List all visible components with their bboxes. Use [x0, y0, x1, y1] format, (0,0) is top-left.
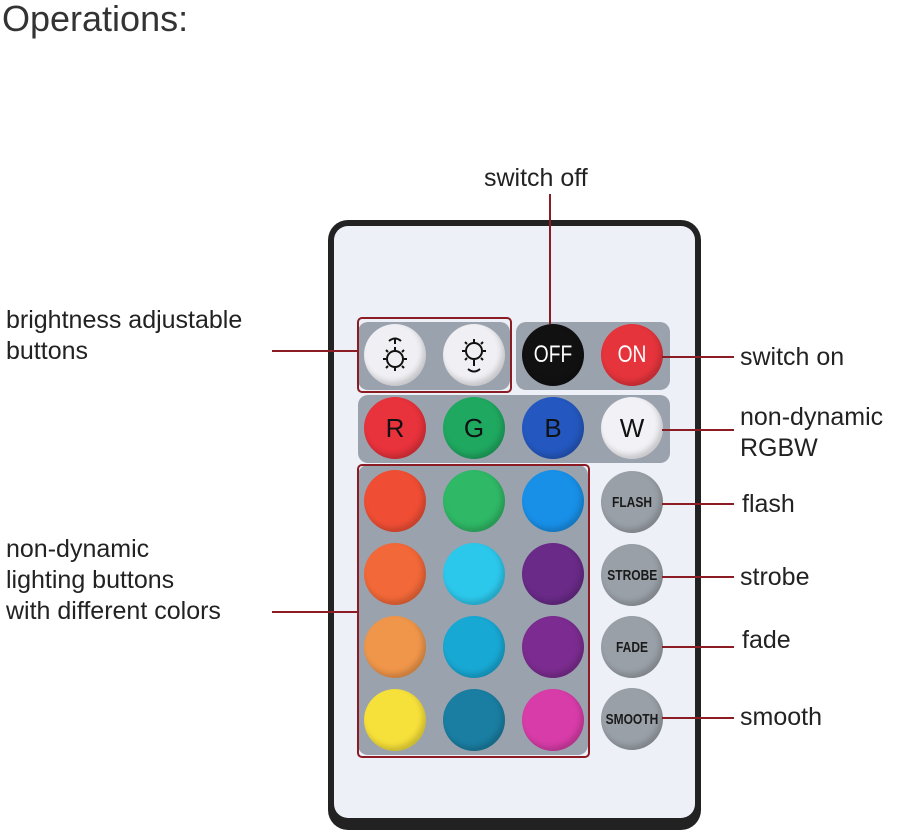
strobe-button[interactable]: STROBE — [601, 544, 663, 606]
colors-highlight — [357, 464, 590, 758]
color-button-4[interactable] — [364, 543, 426, 605]
color-button-2[interactable] — [443, 470, 505, 532]
fade-button[interactable]: FADE — [601, 616, 663, 678]
brightness-up-button[interactable] — [364, 324, 426, 386]
flash-button[interactable]: FLASH — [601, 471, 663, 533]
on-label: ON — [617, 341, 647, 368]
red-button[interactable]: R — [364, 397, 426, 459]
leader-rgbw — [662, 429, 734, 431]
label-switch-off: switch off — [484, 164, 588, 192]
label-lighting-3: with different colors — [6, 597, 221, 625]
smooth-button[interactable]: SMOOTH — [601, 688, 663, 750]
green-label: G — [463, 412, 485, 443]
color-button-5[interactable] — [443, 543, 505, 605]
leader-flash — [662, 503, 734, 505]
color-button-6[interactable] — [522, 543, 584, 605]
color-button-8[interactable] — [443, 616, 505, 678]
brightness-highlight — [357, 317, 512, 393]
strobe-label: STROBE — [607, 566, 658, 584]
fade-label: FADE — [615, 638, 648, 656]
color-button-7[interactable] — [364, 616, 426, 678]
leader-switch-on — [662, 356, 734, 358]
green-button[interactable]: G — [443, 397, 505, 459]
white-button[interactable]: W — [601, 397, 663, 459]
label-fade: fade — [742, 626, 791, 654]
label-lighting-1: non-dynamic — [6, 535, 150, 563]
color-button-1[interactable] — [364, 470, 426, 532]
color-button-11[interactable] — [443, 689, 505, 751]
label-switch-on: switch on — [740, 343, 845, 371]
page-title: Operations: — [2, 0, 189, 39]
brightness-down-button[interactable] — [443, 324, 505, 386]
color-button-12[interactable] — [522, 689, 584, 751]
brightness-down-icon — [462, 339, 486, 373]
off-label: OFF — [533, 341, 573, 368]
leader-brightness — [272, 350, 358, 352]
color-button-10[interactable] — [364, 689, 426, 751]
smooth-label: SMOOTH — [605, 710, 659, 728]
blue-label: B — [544, 412, 562, 443]
label-brightness-2: buttons — [6, 337, 89, 365]
brightness-up-icon — [383, 337, 407, 371]
on-button[interactable]: ON — [601, 324, 663, 386]
leader-fade — [662, 646, 734, 648]
label-strobe: strobe — [740, 563, 810, 591]
blue-button[interactable]: B — [522, 397, 584, 459]
label-smooth: smooth — [740, 703, 822, 731]
color-button-9[interactable] — [522, 616, 584, 678]
leader-smooth — [662, 717, 734, 719]
color-button-3[interactable] — [522, 470, 584, 532]
label-brightness-1: brightness adjustable — [6, 306, 243, 334]
leader-lighting — [272, 611, 358, 613]
label-lighting-2: lighting buttons — [6, 566, 175, 594]
flash-label: FLASH — [612, 493, 652, 511]
white-label: W — [619, 412, 645, 443]
label-flash: flash — [742, 490, 795, 518]
label-rgbw-1: non-dynamic — [740, 403, 884, 431]
red-label: R — [385, 412, 405, 443]
leader-strobe — [662, 576, 734, 578]
leader-switch-off — [549, 194, 551, 324]
label-rgbw-2: RGBW — [740, 434, 818, 462]
off-button[interactable]: OFF — [522, 324, 584, 386]
